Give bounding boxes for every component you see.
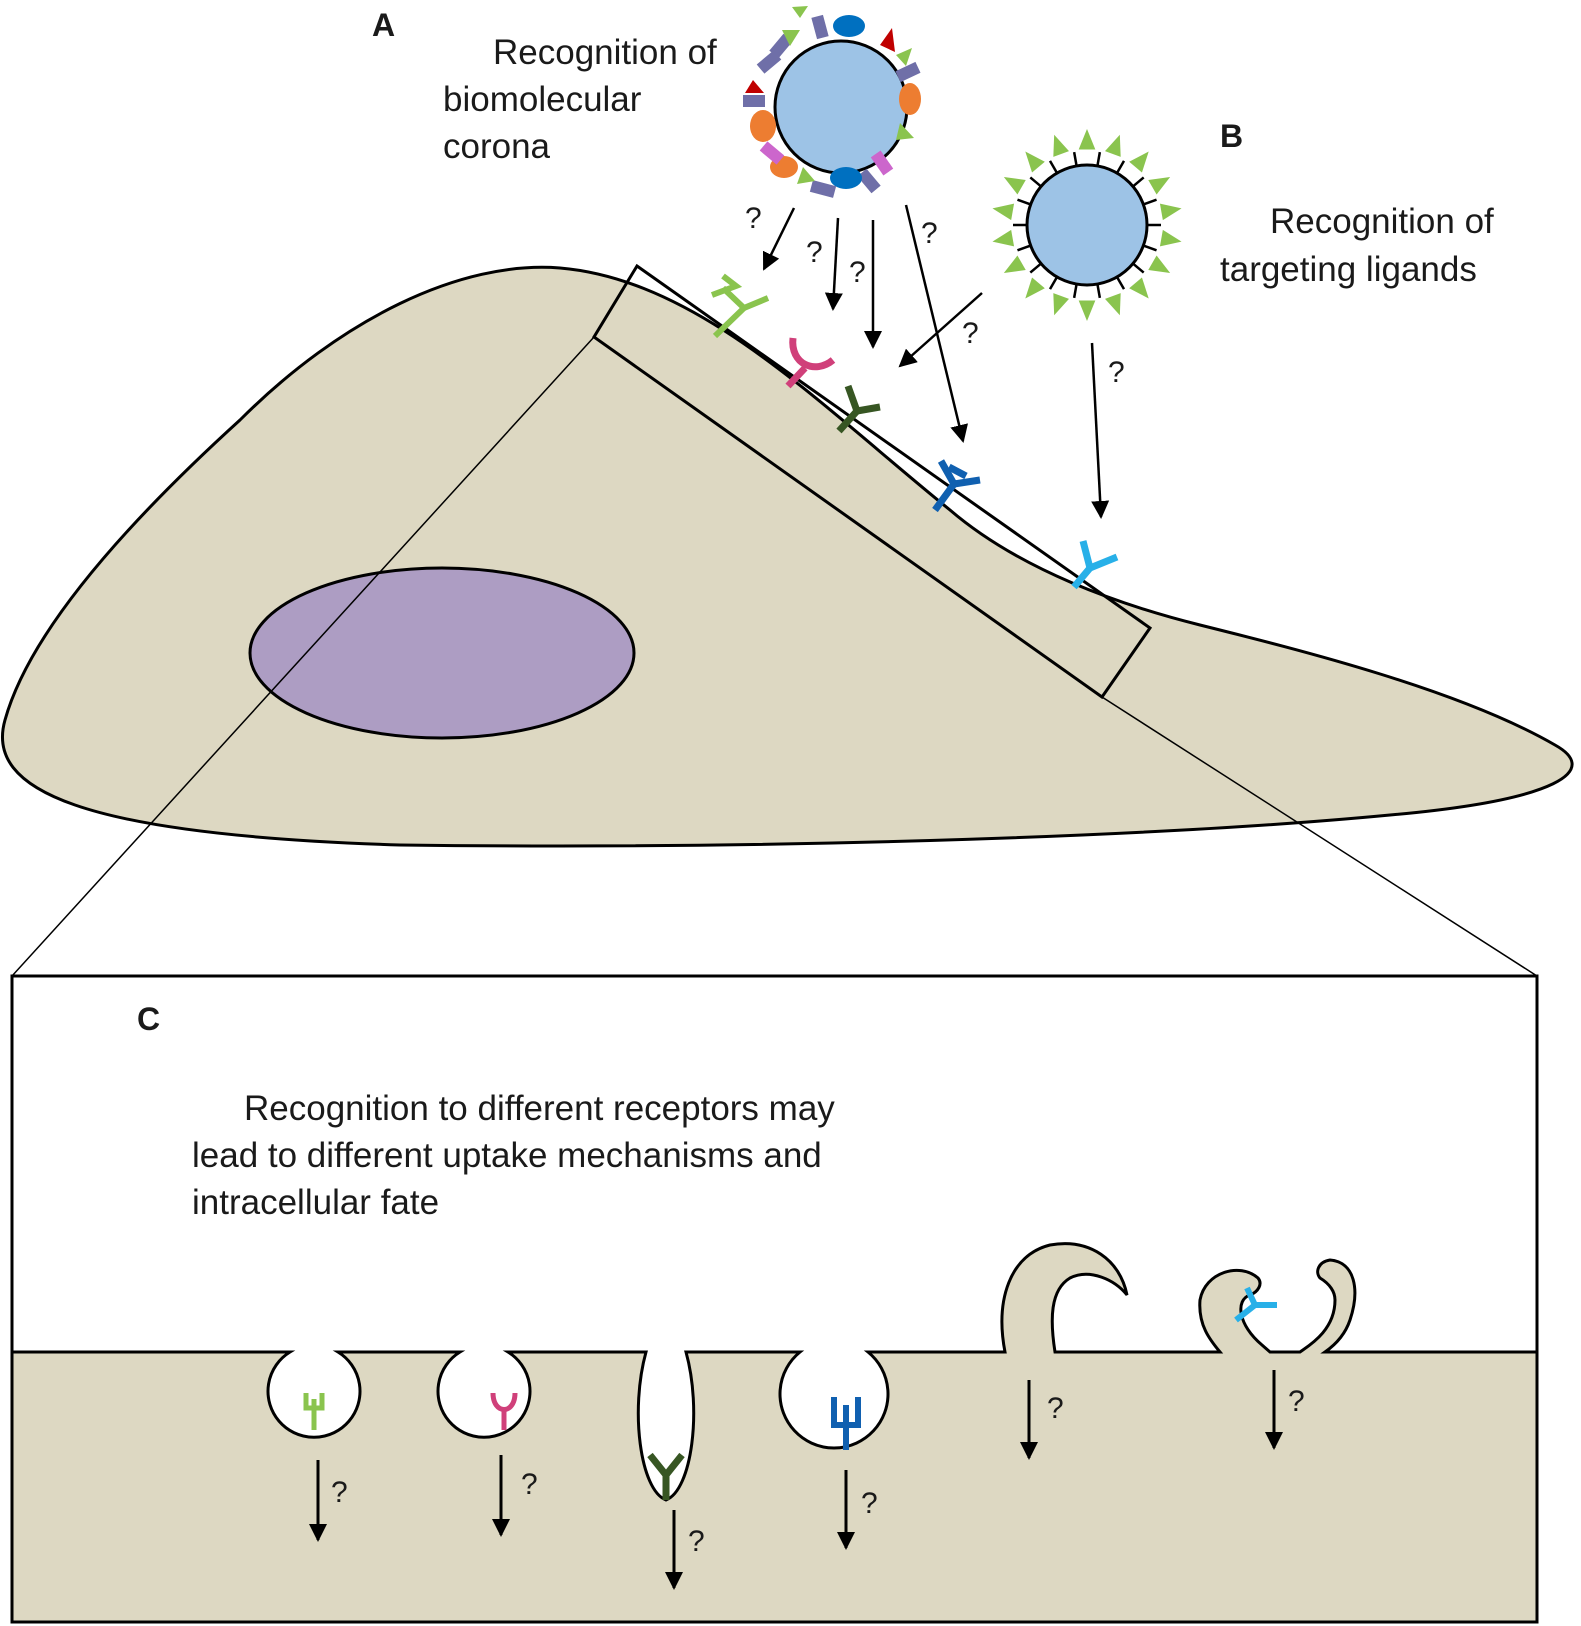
receptor-pink (785, 337, 836, 389)
panel-c-membrane (10, 1242, 1539, 1624)
panel-b-caption-line: Recognition of (1270, 202, 1494, 241)
panel-c-caption-line: intracellular fate (192, 1183, 439, 1222)
targeting-ligand (1129, 151, 1149, 173)
targeting-ligand (1025, 151, 1045, 173)
question-mark: ? (688, 1525, 705, 1558)
targeting-ligand (1003, 177, 1026, 195)
receptor-dark-green (836, 384, 881, 434)
question-mark: ? (331, 1476, 348, 1509)
panel-a-caption-line: corona (443, 127, 551, 166)
targeting-ligand (1129, 277, 1149, 299)
ligand-spacer (1096, 151, 1102, 167)
nanoparticle-with-corona (743, 6, 921, 198)
question-mark: ? (1288, 1385, 1305, 1418)
ligand-spacer (1072, 151, 1078, 167)
pit-receptor-blue (831, 1397, 861, 1450)
question-mark: ? (806, 236, 823, 269)
panel-a-caption-line: Recognition of (493, 33, 717, 72)
panel-c-letter: C (137, 1001, 160, 1037)
question-mark: ? (921, 217, 938, 250)
pit-receptor-dark-green (647, 1452, 685, 1500)
question-mark: ? (745, 202, 762, 235)
ligand-spacer (1048, 160, 1059, 174)
question-mark: ? (849, 256, 866, 289)
cell-body (0, 265, 1574, 848)
question-mark: ? (861, 1487, 878, 1520)
panel-c-caption: Recognition to different receptors may l… (192, 1089, 845, 1222)
targeting-ligand (1104, 134, 1121, 157)
ligand-spacer (1096, 283, 1102, 299)
question-mark: ? (1047, 1392, 1064, 1425)
question-marks: ? ? ? ? ? ? ? ? ? ? ? ? (331, 202, 1305, 1558)
ligand-spacer (1072, 283, 1078, 299)
uptake-arrows (309, 1370, 1283, 1590)
ligand-spacer (1142, 244, 1157, 252)
targeting-ligand (1159, 229, 1182, 247)
targeting-ligand (1148, 177, 1171, 195)
receptor-blue (932, 459, 981, 513)
targeting-ligand (1148, 255, 1171, 273)
receptor-cyan (1071, 540, 1119, 590)
ligand-spacer (1017, 198, 1032, 206)
targeting-ligand (1078, 129, 1096, 150)
nucleus (248, 566, 636, 740)
zoom-line-right (1101, 696, 1538, 977)
panel-b-caption: Recognition of targeting ligands (1220, 202, 1504, 289)
panel-a-letter: A (372, 7, 395, 43)
ligand-spacer (1029, 176, 1042, 188)
targeting-ligand (1159, 203, 1182, 221)
ligand-spacer (1132, 262, 1145, 274)
panel-a-caption: Recognition of biomolecular corona (443, 33, 727, 166)
targeting-ligand (992, 229, 1015, 247)
zoom-line-left (11, 336, 595, 977)
ligand-spacer (1017, 244, 1032, 252)
targeting-ligand (1078, 300, 1096, 321)
question-mark: ? (962, 317, 979, 350)
question-mark: ? (1108, 356, 1125, 389)
nanoparticle-with-targeting-ligands (992, 129, 1182, 321)
panel-c-caption-line: Recognition to different receptors may (244, 1089, 835, 1128)
ligand-spacer (1029, 262, 1042, 274)
pit-receptor-cyan (1234, 1286, 1277, 1323)
panel-c-caption-line: lead to different uptake mechanisms and (192, 1136, 822, 1175)
ligand-spacer (1115, 276, 1126, 290)
panel-b-caption-line: targeting ligands (1220, 250, 1477, 289)
question-mark: ? (521, 1468, 538, 1501)
pit-receptor-light-green (303, 1393, 325, 1430)
panel-b-letter: B (1220, 118, 1243, 154)
targeting-ligand (1053, 293, 1070, 316)
recognition-arrows (762, 204, 1110, 519)
targeting-ligand (1053, 134, 1070, 157)
targeting-ligand (992, 203, 1015, 221)
pit-receptor-pink (490, 1392, 518, 1430)
ligand-spacer (1048, 276, 1059, 290)
targeting-ligand (1104, 293, 1121, 316)
targeting-ligand (1003, 255, 1026, 273)
receptor-light-green (710, 273, 770, 339)
ligand-spacer (1132, 176, 1145, 188)
targeting-ligand (1025, 277, 1045, 299)
ligand-spacer (1115, 160, 1126, 174)
panel-a-caption-line: biomolecular (443, 80, 642, 119)
ligand-spacer (1142, 198, 1157, 206)
